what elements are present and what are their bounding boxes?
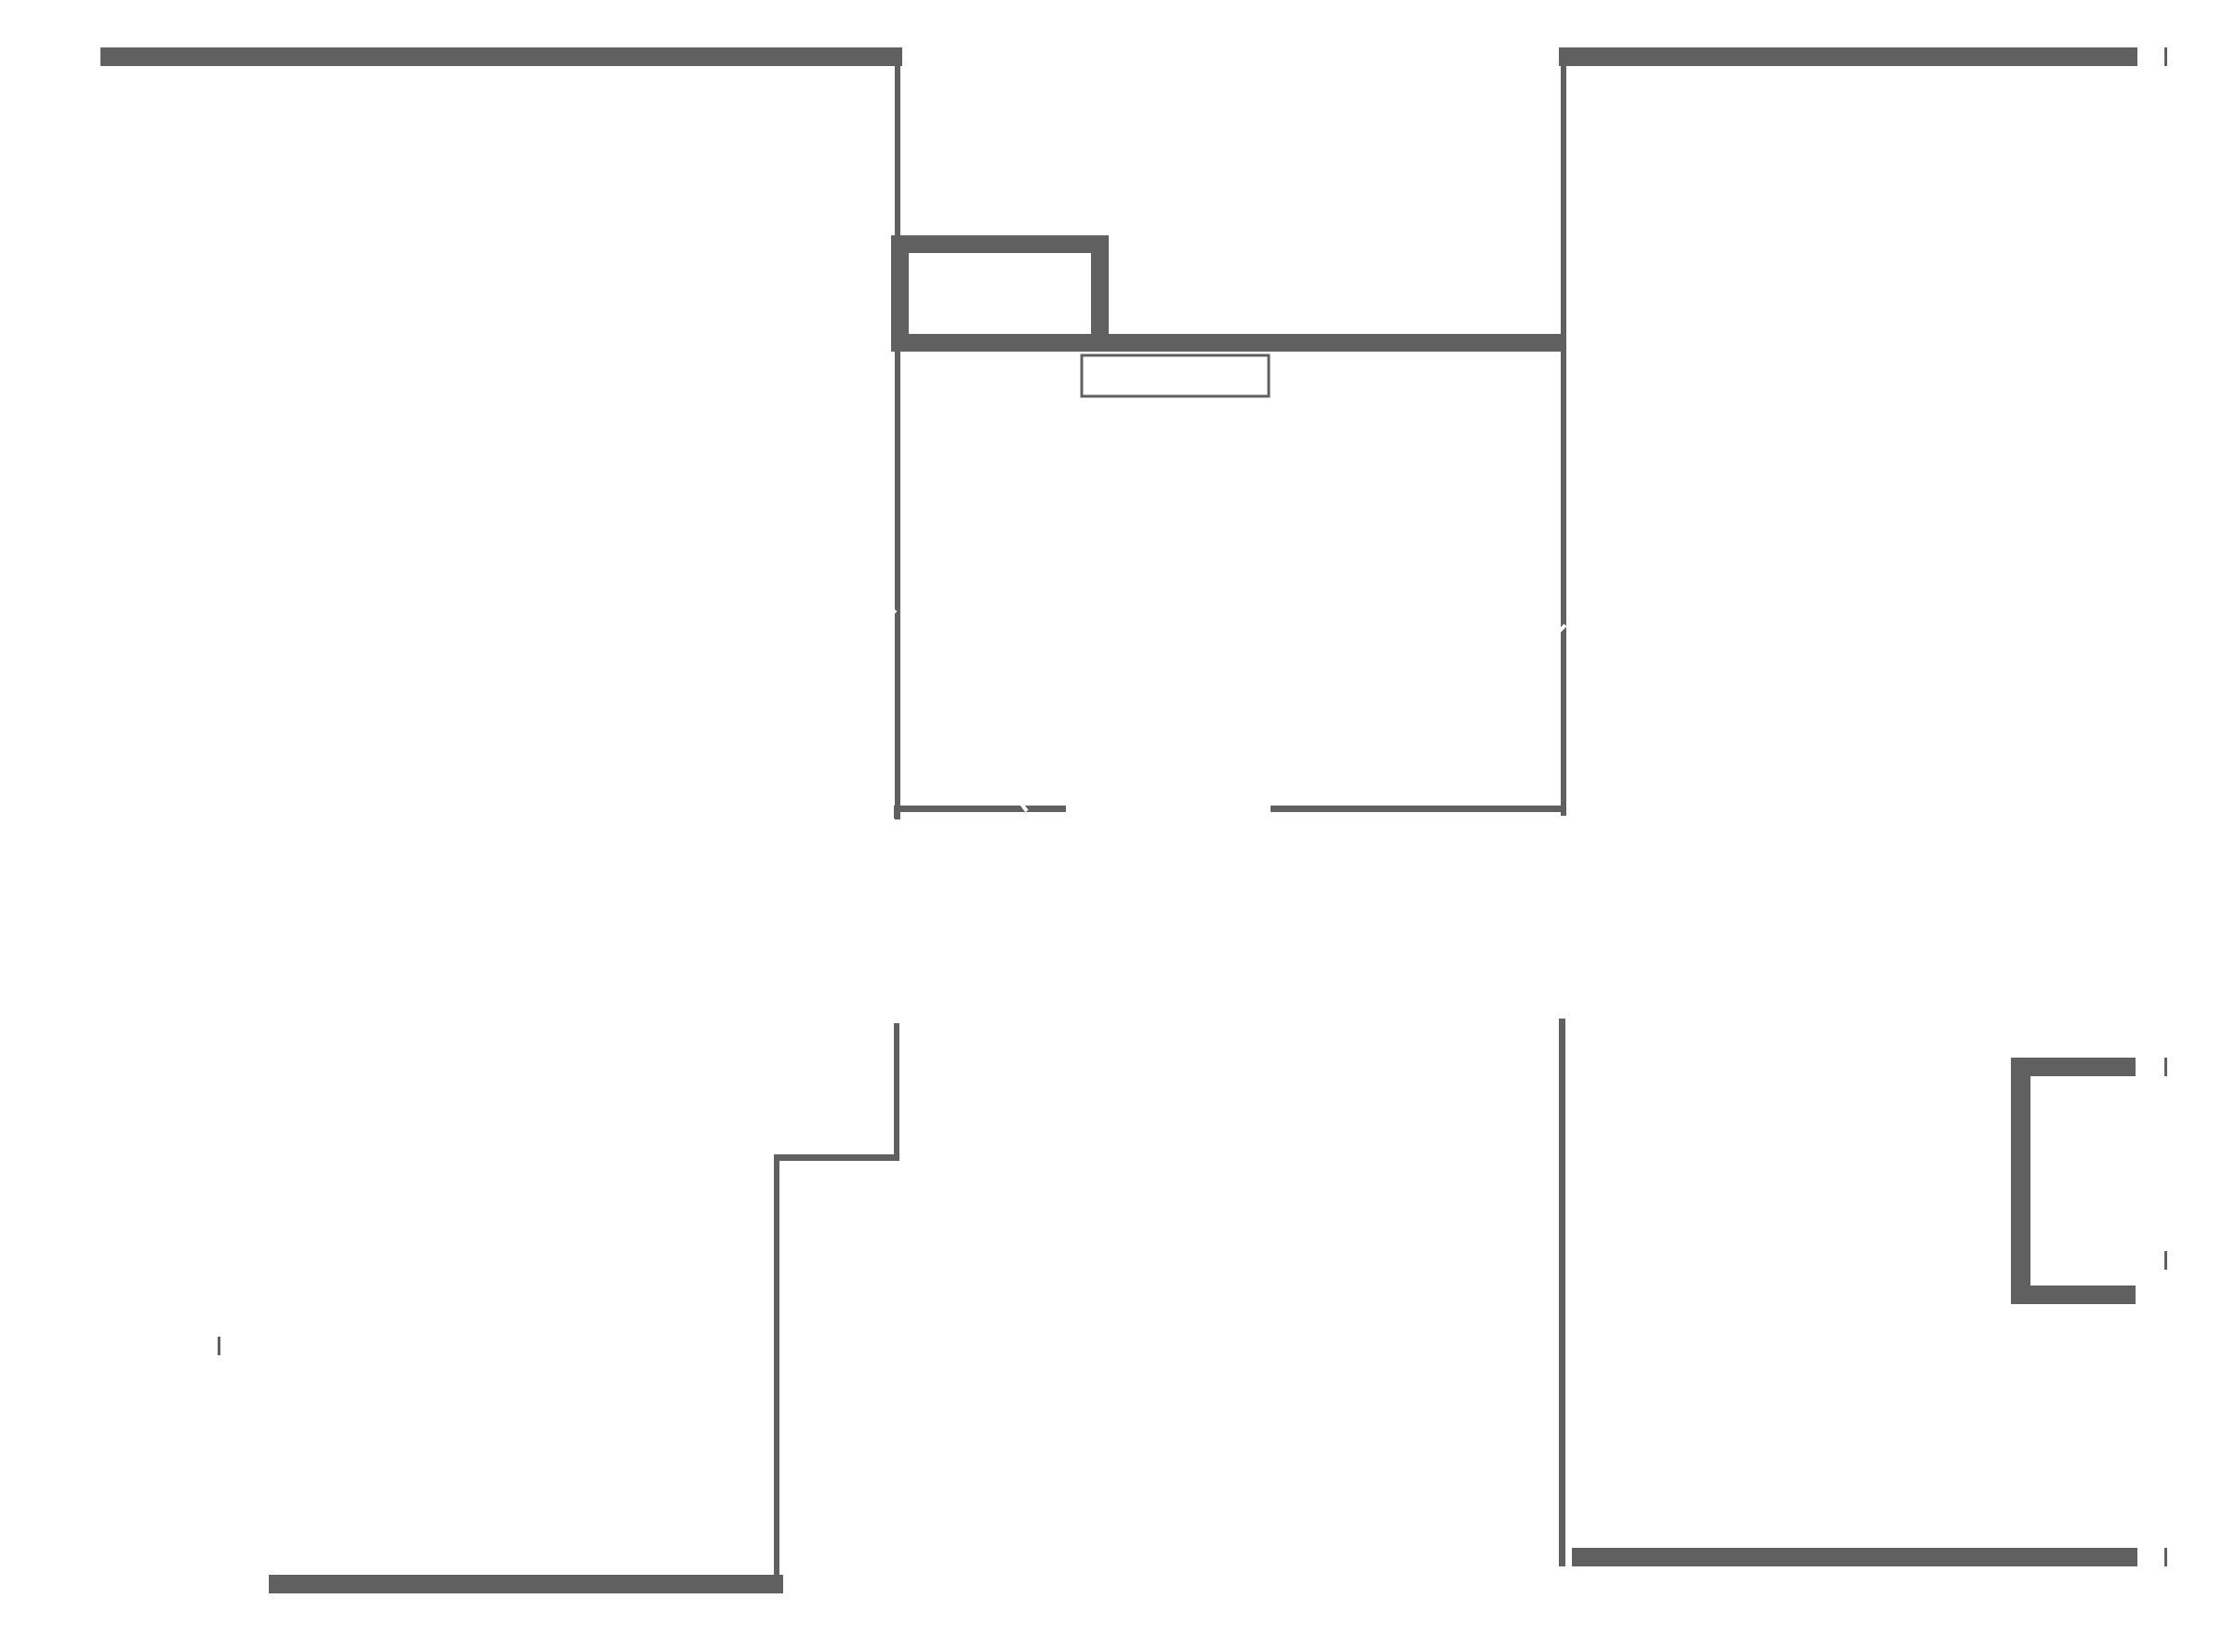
fixture-counter xyxy=(1080,353,1271,398)
tick-mark-top-right xyxy=(2164,47,2167,66)
tick-mark-left xyxy=(218,1337,220,1355)
wall-break-mark-right xyxy=(1556,623,1567,634)
wall-break-mark-left xyxy=(886,608,898,620)
wall-bottom-left xyxy=(269,1575,783,1593)
wall-bottom-right xyxy=(1572,1548,2137,1566)
wall-right-lower xyxy=(1559,1019,1565,1566)
wall-central-bottom-left xyxy=(897,806,1066,812)
niche-right-top xyxy=(2011,1058,2136,1076)
niche-right-bottom xyxy=(2011,1286,2136,1304)
closet-right xyxy=(1091,235,1109,340)
wall-lower-left-vertical-upper xyxy=(894,1023,899,1161)
wall-corner-stub xyxy=(894,806,900,819)
tick-mark-right-2 xyxy=(2164,1251,2167,1270)
wall-top-left xyxy=(100,47,902,66)
room-central-top-wall xyxy=(891,334,1564,352)
wall-break-mark-bottom xyxy=(1019,802,1029,813)
wall-left-corridor-upper xyxy=(895,57,900,819)
wall-lower-left-step-horizontal xyxy=(774,1154,899,1161)
wall-central-bottom-right xyxy=(1271,806,1563,812)
tick-mark-right-1 xyxy=(2164,1058,2167,1076)
wall-right-corridor-upper xyxy=(1561,57,1566,816)
closet-top xyxy=(891,235,1109,253)
niche-right-left xyxy=(2011,1058,2030,1286)
wall-top-right xyxy=(1559,47,2137,66)
closet-left xyxy=(891,235,909,352)
wall-lower-left-vertical-lower xyxy=(774,1154,779,1582)
tick-mark-right-3 xyxy=(2164,1548,2167,1566)
